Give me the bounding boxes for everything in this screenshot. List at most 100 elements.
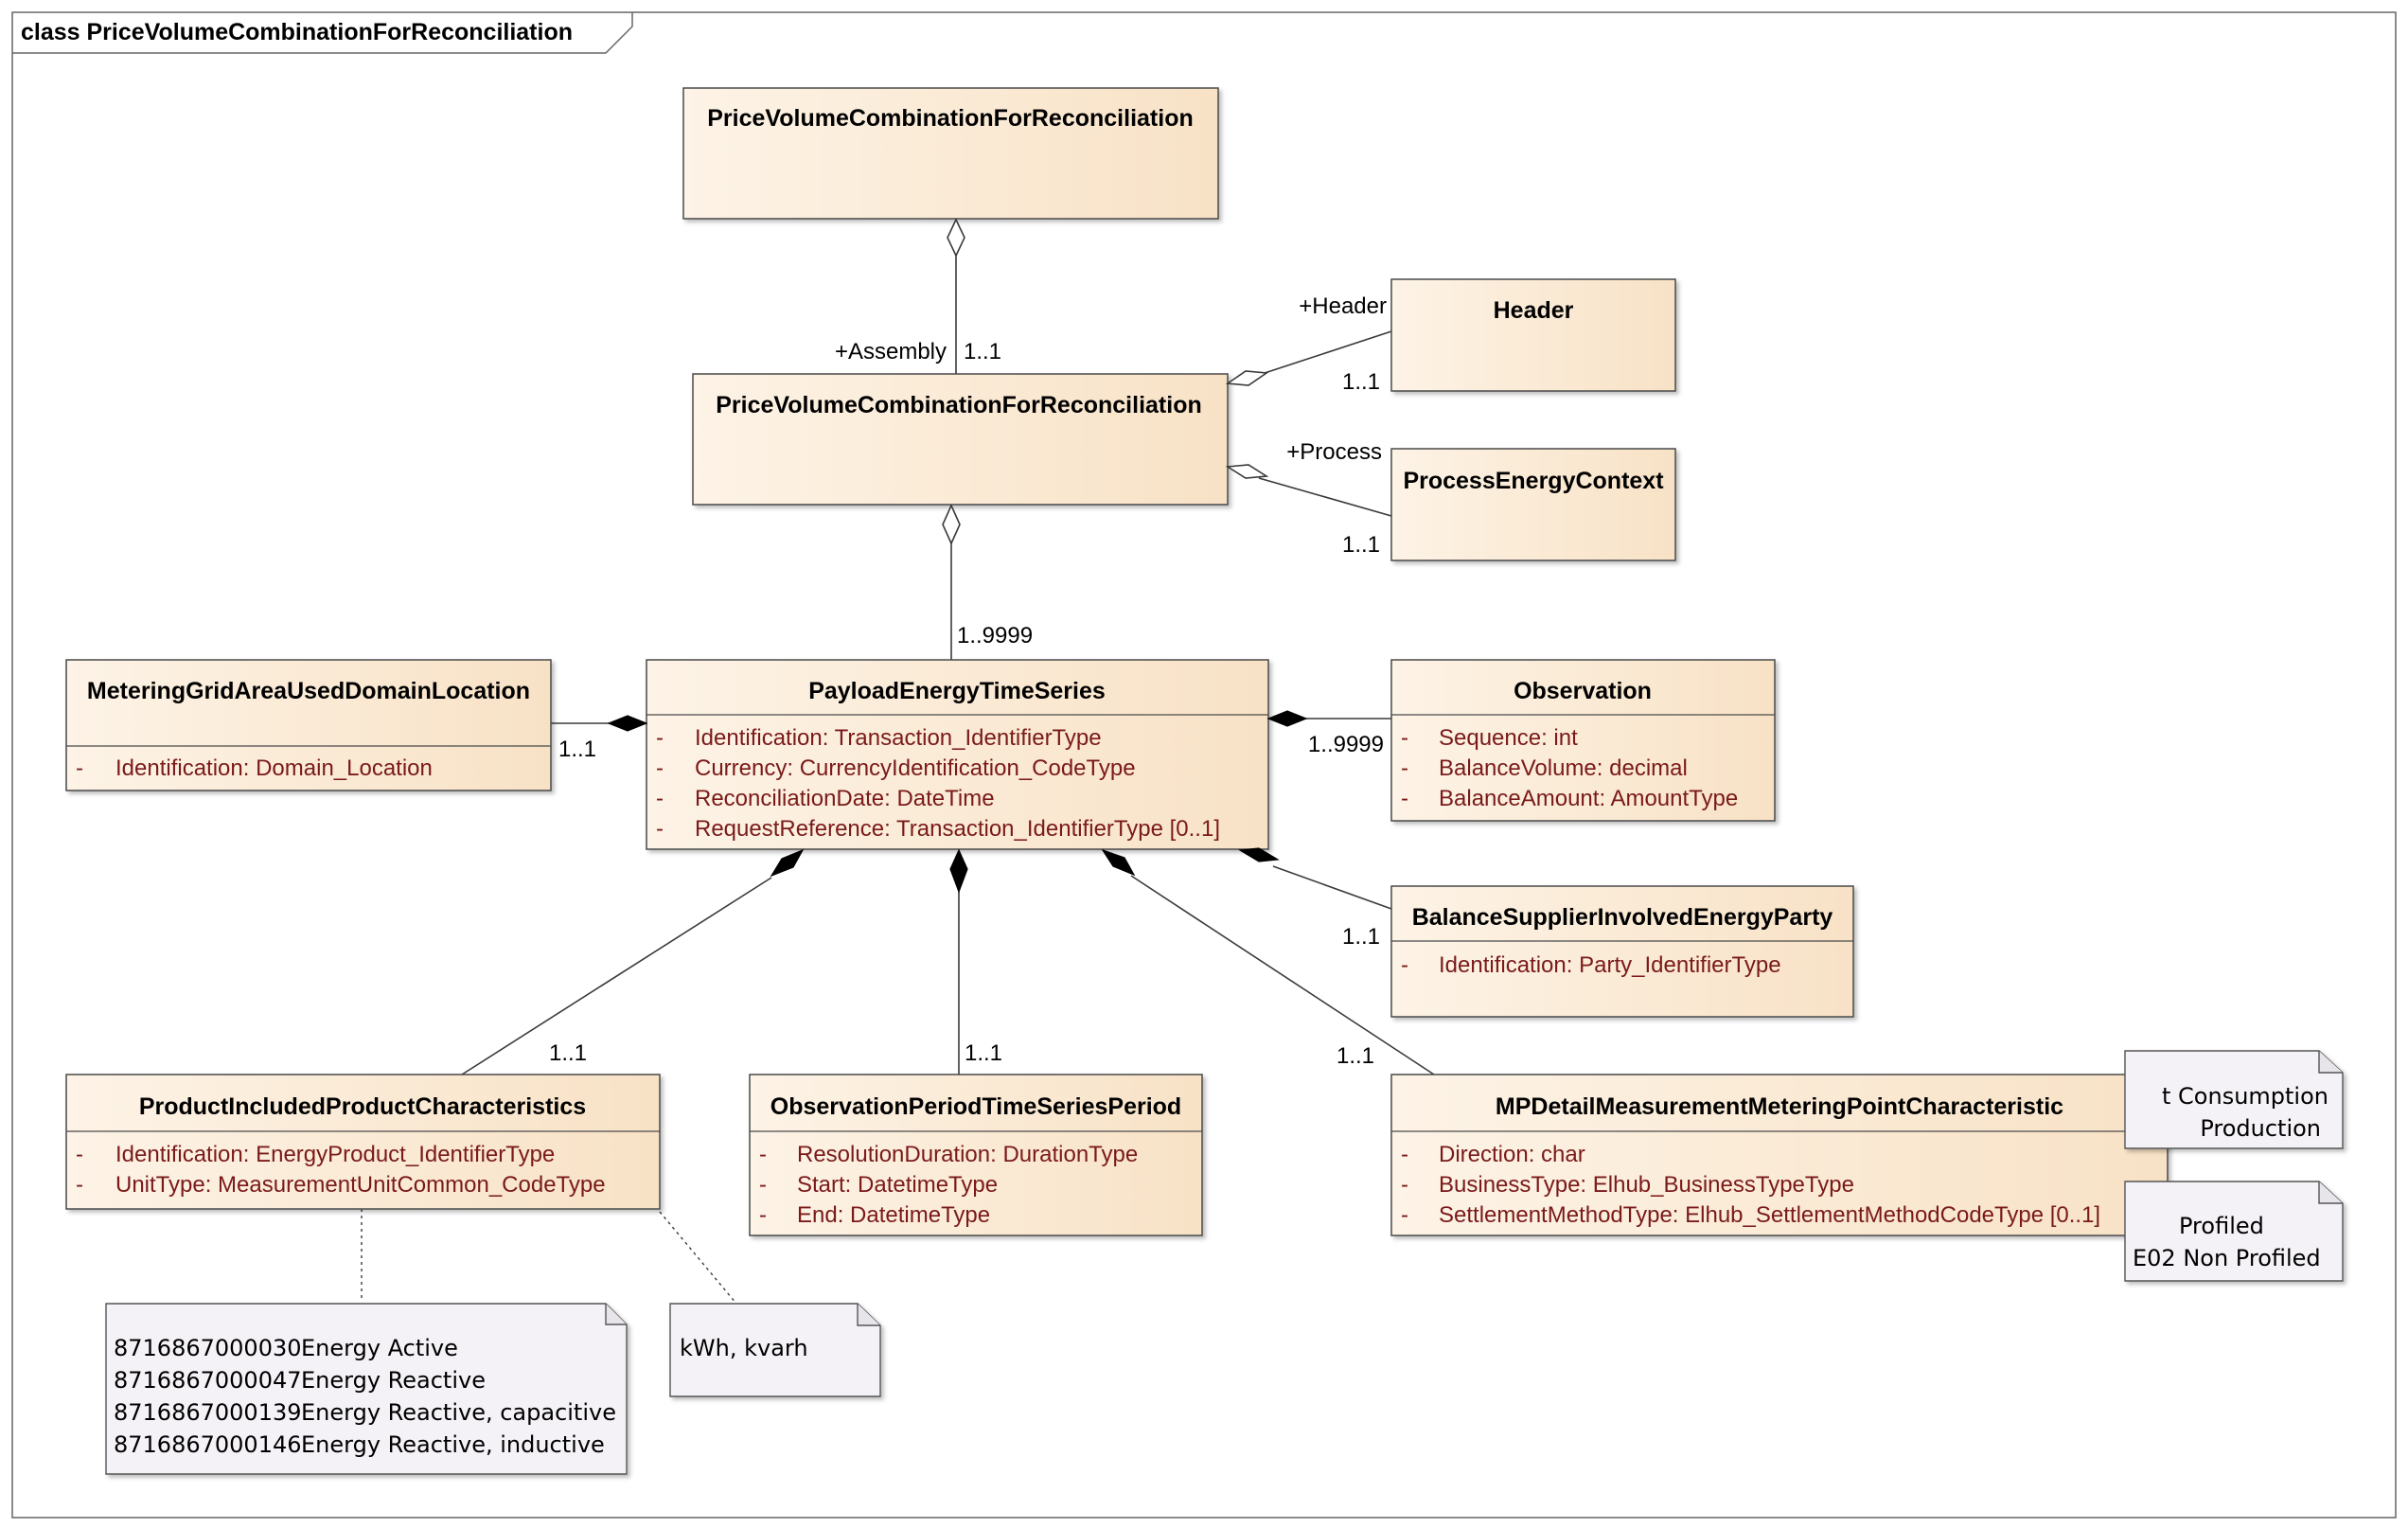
note-units[interactable]: kWh, kvarh xyxy=(669,1303,881,1397)
payload-attr-marker: - xyxy=(656,755,664,781)
assoc-process xyxy=(1258,477,1392,517)
payload-attribute: ReconciliationDate: DateTime xyxy=(695,786,995,811)
frame-title: class PriceVolumeCombinationForReconcili… xyxy=(21,19,573,45)
supplier-attribute: Identification: Party_IdentifierType xyxy=(1439,952,1781,978)
mult-observation: 1..9999 xyxy=(1308,732,1384,757)
mpdetail-attribute: BusinessType: Elhub_BusinessTypeType xyxy=(1439,1172,1854,1198)
multiplicity-labels: 1..1 1..1 1..1 1..9999 1..1 1..9999 1..1… xyxy=(549,339,1384,1069)
product-attr-marker: - xyxy=(76,1142,83,1167)
note-units-text: kWh, kvarh xyxy=(680,1335,808,1361)
composition-diamond xyxy=(949,848,968,894)
class-observation-name: Observation xyxy=(1514,678,1652,704)
note-settlement-line: E02 Non Profiled xyxy=(2133,1245,2321,1271)
class-mpdetail-name: MPDetailMeasurementMeteringPointCharacte… xyxy=(1496,1093,2063,1120)
composition-diamond xyxy=(1266,710,1308,727)
associations xyxy=(461,256,1435,1075)
class-header-name: Header xyxy=(1494,297,1574,324)
role-assembly: +Assembly xyxy=(835,339,947,364)
payload-attribute: Identification: Transaction_IdentifierTy… xyxy=(695,725,1102,751)
class-period[interactable]: ObservationPeriodTimeSeriesPeriod - Reso… xyxy=(749,1074,1203,1236)
product-code: 8716867000030 xyxy=(114,1335,302,1361)
class-mpdetail[interactable]: MPDetailMeasurementMeteringPointCharacte… xyxy=(1390,1074,2169,1236)
class-supplier[interactable]: BalanceSupplierInvolvedEnergyParty - Ide… xyxy=(1390,885,1854,1018)
class-payload[interactable]: PayloadEnergyTimeSeries - Identification… xyxy=(646,659,1269,850)
class-metering-name: MeteringGridAreaUsedDomainLocation xyxy=(87,678,530,704)
aggregation-diamond xyxy=(947,218,965,258)
aggregation-diamond xyxy=(1225,370,1269,386)
assoc-mpdetail xyxy=(1130,875,1435,1075)
note-settlement[interactable]: Profiled E02 Non Profiled xyxy=(2124,1181,2344,1282)
observation-attribute: Sequence: int xyxy=(1439,725,1578,751)
class-process-name: ProcessEnergyContext xyxy=(1403,468,1664,494)
assoc-product xyxy=(461,877,772,1075)
note-product-codes[interactable]: 8716867000030 Energy Active 871686700004… xyxy=(105,1303,628,1475)
mult-assembly: 1..1 xyxy=(964,339,1001,364)
observation-attribute: BalanceAmount: AmountType xyxy=(1439,786,1738,811)
observation-attribute: BalanceVolume: decimal xyxy=(1439,755,1688,781)
aggregation-diamond xyxy=(942,504,961,545)
payload-attr-marker: - xyxy=(656,786,664,811)
class-process[interactable]: ProcessEnergyContext xyxy=(1390,448,1676,561)
composition-diamond xyxy=(1101,848,1136,877)
period-attribute: ResolutionDuration: DurationType xyxy=(797,1142,1138,1167)
class-assembly[interactable]: PriceVolumeCombinationForReconciliation xyxy=(692,373,1229,506)
aggregation-diamonds xyxy=(942,218,1269,545)
observation-attr-marker: - xyxy=(1401,755,1408,781)
mult-mpdetail: 1..1 xyxy=(1337,1043,1374,1069)
aggregation-diamond xyxy=(1225,464,1269,479)
mult-header: 1..1 xyxy=(1342,369,1380,395)
note-direction[interactable]: t Consumption Production xyxy=(2124,1050,2344,1149)
product-code-description: Energy Reactive xyxy=(301,1367,486,1394)
metering-attr-marker: - xyxy=(76,755,83,781)
product-code: 8716867000139 xyxy=(114,1399,302,1426)
class-observation[interactable]: Observation - Sequence: int - BalanceVol… xyxy=(1390,659,1776,822)
mpdetail-attribute: SettlementMethodType: Elhub_SettlementMe… xyxy=(1439,1202,2100,1228)
period-attr-marker: - xyxy=(759,1172,767,1198)
assoc-supplier xyxy=(1272,865,1392,910)
composition-diamond xyxy=(1238,847,1280,862)
class-assembly-name: PriceVolumeCombinationForReconciliation xyxy=(716,392,1202,418)
product-attr-marker: - xyxy=(76,1172,83,1198)
observation-attr-marker: - xyxy=(1401,786,1408,811)
payload-attr-marker: - xyxy=(656,816,664,842)
period-attribute: End: DatetimeType xyxy=(797,1202,990,1228)
mpdetail-attr-marker: - xyxy=(1401,1142,1408,1167)
diagram-frame-border: class PriceVolumeCombinationForReconcili… xyxy=(11,11,2397,1519)
composition-diamond xyxy=(607,715,648,732)
mpdetail-attr-marker: - xyxy=(1401,1202,1408,1228)
product-code-description: Energy Reactive, capacitive xyxy=(301,1399,616,1426)
composition-diamond xyxy=(770,848,805,878)
class-root[interactable]: PriceVolumeCombinationForReconciliation xyxy=(682,87,1219,220)
product-code: 8716867000146 xyxy=(114,1431,302,1458)
mult-metering: 1..1 xyxy=(558,737,596,762)
class-period-name: ObservationPeriodTimeSeriesPeriod xyxy=(770,1093,1181,1120)
mult-product: 1..1 xyxy=(549,1040,587,1066)
role-labels: +Assembly +Header +Process xyxy=(835,293,1387,465)
note-link-units xyxy=(659,1211,737,1305)
mpdetail-attribute: Direction: char xyxy=(1439,1142,1585,1167)
class-header[interactable]: Header xyxy=(1390,278,1676,392)
assoc-header xyxy=(1258,330,1392,376)
class-product-name: ProductIncludedProductCharacteristics xyxy=(139,1093,586,1120)
product-code: 8716867000047 xyxy=(114,1367,302,1394)
mult-period: 1..1 xyxy=(965,1040,1002,1066)
role-process: +Process xyxy=(1286,439,1382,465)
product-attribute: Identification: EnergyProduct_Identifier… xyxy=(115,1142,555,1167)
class-payload-name: PayloadEnergyTimeSeries xyxy=(808,678,1106,704)
class-root-name: PriceVolumeCombinationForReconciliation xyxy=(707,105,1194,132)
observation-attr-marker: - xyxy=(1401,725,1408,751)
period-attr-marker: - xyxy=(759,1142,767,1167)
mult-process: 1..1 xyxy=(1342,532,1380,558)
class-metering[interactable]: MeteringGridAreaUsedDomainLocation - Ide… xyxy=(65,659,552,791)
period-attr-marker: - xyxy=(759,1202,767,1228)
supplier-attr-marker: - xyxy=(1401,952,1408,978)
class-product[interactable]: ProductIncludedProductCharacteristics - … xyxy=(65,1074,661,1210)
product-attribute: UnitType: MeasurementUnitCommon_CodeType xyxy=(115,1172,606,1198)
payload-attr-marker: - xyxy=(656,725,664,751)
mult-supplier: 1..1 xyxy=(1342,924,1380,950)
period-attribute: Start: DatetimeType xyxy=(797,1172,998,1198)
mpdetail-attr-marker: - xyxy=(1401,1172,1408,1198)
product-code-description: Energy Active xyxy=(301,1335,458,1361)
note-direction-line: t Consumption xyxy=(2162,1083,2328,1110)
